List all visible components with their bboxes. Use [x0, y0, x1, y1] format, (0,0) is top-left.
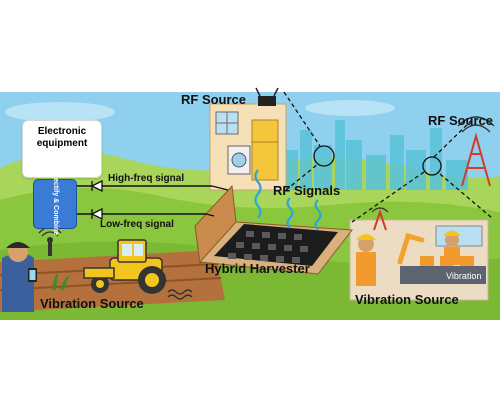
high-freq-label: High-freq signal	[108, 173, 185, 184]
rf-source-label-top: RF Source	[181, 92, 247, 107]
rf-signals-label: RF Signals	[273, 183, 341, 198]
vibration-waves-left	[167, 289, 193, 300]
antenna-factory-icon	[371, 207, 389, 231]
vibration-source-label-right: Vibration Source	[355, 292, 459, 307]
factory-scene	[349, 207, 489, 301]
rf-signal-waves	[254, 169, 322, 231]
zoom-indicators	[283, 91, 493, 223]
farmer-icon	[2, 242, 37, 312]
rf-tower-icon	[457, 116, 495, 187]
hybrid-harvester-label: Hybrid Harvester	[205, 261, 310, 276]
low-freq-label: Low-freq signal	[100, 219, 174, 230]
vibration-source-label-left: Vibration Source	[40, 296, 144, 311]
rf-source-label-right: RF Source	[428, 113, 494, 128]
vibration-panel-label: Vibration	[446, 271, 482, 281]
circuit-lines	[75, 185, 229, 217]
hybrid-harvester	[194, 184, 353, 275]
electronic-equipment-label: Electronic equipment	[36, 126, 88, 149]
electronic-equipment-box: Electronic equipment	[22, 120, 102, 178]
rectify-combine-label: Rectify & Combine	[52, 172, 60, 236]
plants-icon	[52, 272, 70, 290]
diode-icon	[90, 207, 103, 221]
house-rf-source	[209, 87, 287, 191]
tractor-icon	[83, 239, 166, 294]
rectify-combine-box: Rectify & Combine	[33, 173, 77, 235]
diode-icon	[90, 179, 103, 193]
city-skyline	[282, 120, 468, 190]
